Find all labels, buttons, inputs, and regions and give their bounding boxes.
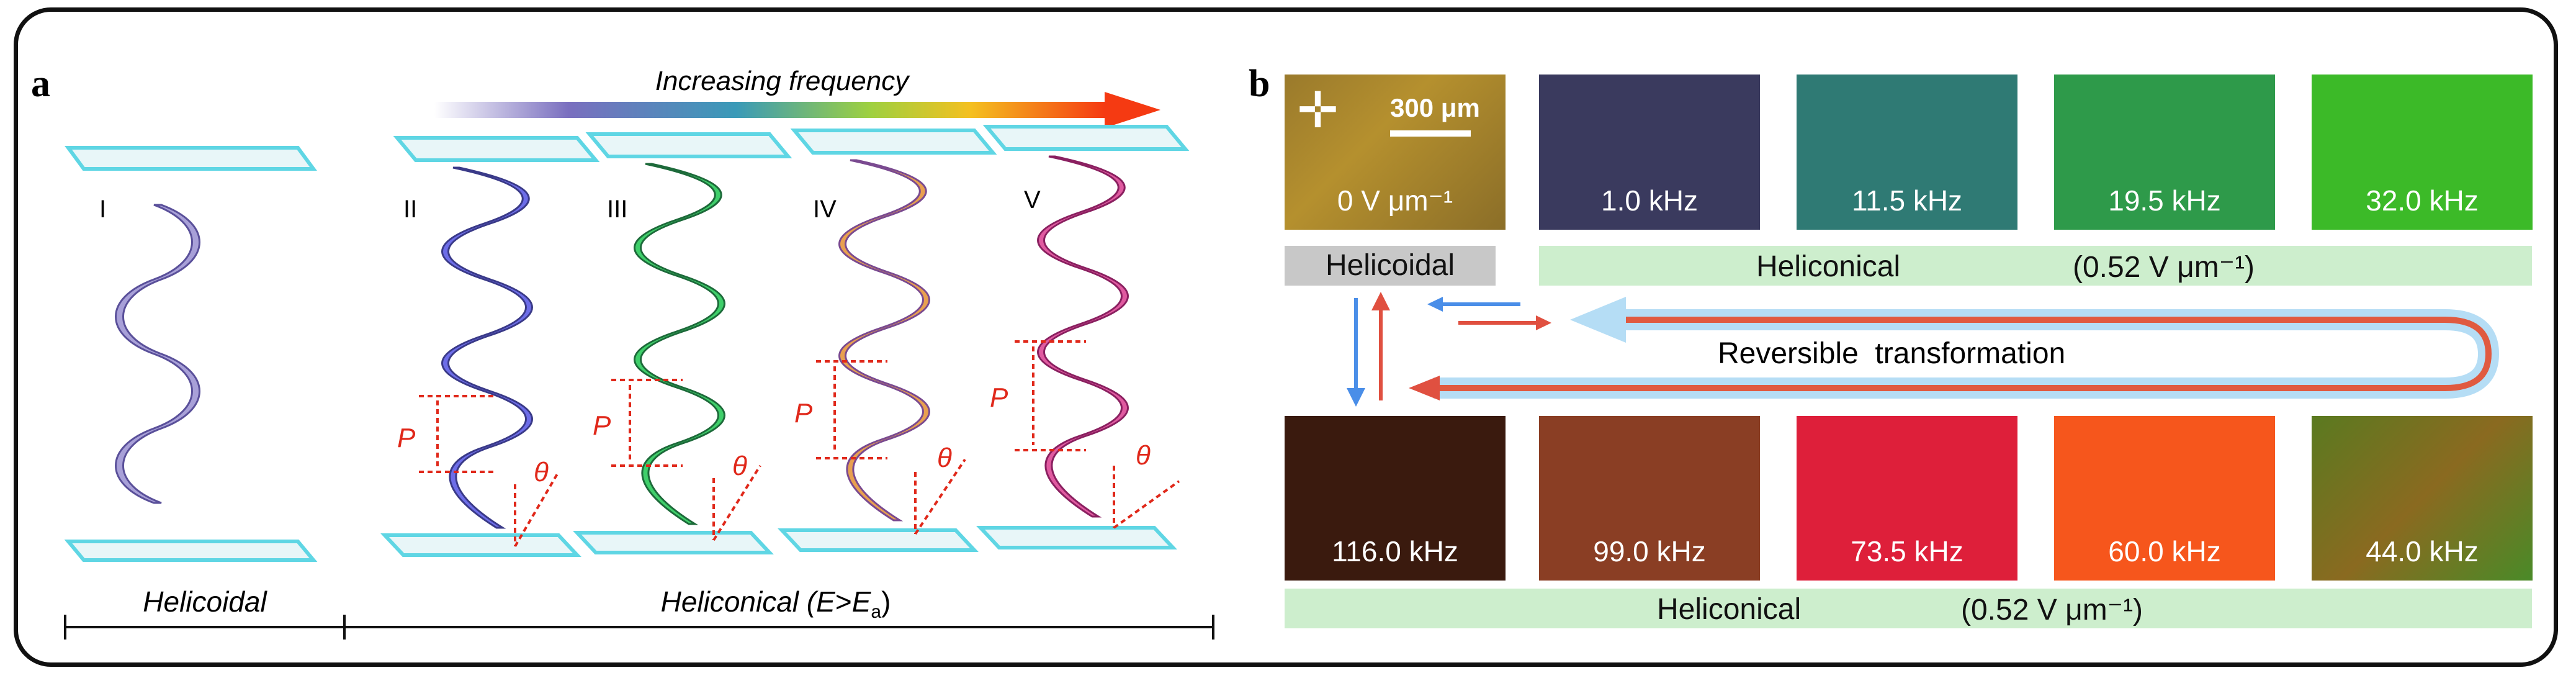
tile-1-0khz: 1.0 kHz xyxy=(1539,75,1760,230)
plate-top-5 xyxy=(982,125,1190,151)
pitch-label-iii: P xyxy=(593,410,611,441)
tile-60-0khz-label: 60.0 kHz xyxy=(2108,535,2221,567)
plate-bottom-4 xyxy=(778,528,979,552)
plate-top-1 xyxy=(65,146,317,171)
tile-32-0khz-label: 32.0 kHz xyxy=(2366,184,2479,217)
plate-bottom-1 xyxy=(64,540,318,562)
tile-19-5khz: 19.5 kHz xyxy=(2054,75,2275,230)
pitch-label-v: P xyxy=(990,382,1008,413)
plate-bottom-2 xyxy=(380,533,581,557)
angle-label-v: θ xyxy=(1136,440,1151,471)
tile-11-5khz-label: 11.5 kHz xyxy=(1851,184,1963,217)
heliconical-bar-bottom: Heliconical (0.52 V μm⁻¹) xyxy=(1285,589,2532,628)
tile-19-5khz-label: 19.5 kHz xyxy=(2108,184,2221,217)
pitch-label-iv: P xyxy=(794,398,813,428)
tile-116-0khz-label: 116.0 kHz xyxy=(1332,535,1458,567)
figure-frame xyxy=(14,7,2558,667)
panel-a-label: a xyxy=(31,63,50,105)
heliconical-label-bottom: Heliconical xyxy=(1657,593,1802,626)
helix-iii xyxy=(634,163,725,525)
tile-32-0khz: 32.0 kHz xyxy=(2312,75,2533,230)
tile-0v-label: 0 V μm⁻¹ xyxy=(1337,184,1453,217)
helicoidal-helix xyxy=(115,204,200,504)
tile-44-0khz: 44.0 kHz xyxy=(2312,416,2533,581)
heliconical-caption-var: E xyxy=(816,585,836,618)
tile-44-0khz-label: 44.0 kHz xyxy=(2366,535,2479,567)
helix-iv xyxy=(838,159,930,522)
heliconical-bar-top: Heliconical (0.52 V μm⁻¹) xyxy=(1539,246,2532,286)
tile-116-0khz: 116.0 kHz xyxy=(1285,416,1506,581)
field-label-bottom: (0.52 V μm⁻¹) xyxy=(1961,594,2143,626)
panel-a-diagram: Increasing frequency I II III IV V xyxy=(64,66,1214,640)
heliconical-caption-suffix: ) xyxy=(881,585,891,618)
heliconical-label-top: Heliconical xyxy=(1756,250,1901,283)
plate-top-3 xyxy=(585,132,792,158)
helicoidal-caption: Helicoidal xyxy=(143,585,267,618)
plate-top-2 xyxy=(393,136,600,162)
tile-11-5khz: 11.5 kHz xyxy=(1797,75,2017,230)
u-path-head-top xyxy=(1570,297,1626,343)
label-iv: IV xyxy=(813,196,837,223)
crossed-polarizer-icon: ✛ xyxy=(1297,83,1339,138)
reversible-label: Reversible transformation xyxy=(1718,337,2066,370)
tile-73-5khz-label: 73.5 kHz xyxy=(1851,535,1963,567)
helix-ii xyxy=(441,166,533,529)
transformation-arrows xyxy=(1347,292,2500,407)
heliconical-caption-sym: E xyxy=(852,585,872,618)
field-label-top: (0.52 V μm⁻¹) xyxy=(2073,251,2255,284)
angle-label-ii: θ xyxy=(534,457,549,487)
heliconical-caption: Heliconical (E>Ea) xyxy=(661,585,891,622)
frequency-arrow-bar xyxy=(434,102,1105,118)
tile-60-0khz: 60.0 kHz xyxy=(2054,416,2275,581)
u-path-head-bottom xyxy=(1409,376,1440,400)
u-path-line xyxy=(1434,317,2492,391)
plate-bottom-3 xyxy=(573,531,774,554)
tile-73-5khz: 73.5 kHz xyxy=(1797,416,2017,581)
tile-1-0khz-label: 1.0 kHz xyxy=(1601,184,1698,217)
pitch-label-ii: P xyxy=(397,423,416,453)
tile-99-0khz-label: 99.0 kHz xyxy=(1593,535,1706,567)
angle-label-iv: θ xyxy=(937,443,952,473)
tile-99-0khz: 99.0 kHz xyxy=(1539,416,1760,581)
tile-0v: ✛ 300 μm 0 V μm⁻¹ xyxy=(1285,75,1506,230)
heliconical-caption-sub: a xyxy=(871,602,881,622)
plate-top-4 xyxy=(790,129,997,155)
bottom-brackets xyxy=(64,615,1214,640)
helix-v xyxy=(1037,155,1129,518)
frequency-arrow-text: Increasing frequency xyxy=(655,66,910,96)
plate-bottom-5 xyxy=(976,526,1177,549)
pitch-markers xyxy=(419,340,1180,548)
helicoidal-bar: Helicoidal xyxy=(1285,246,1496,286)
angle-label-iii: θ xyxy=(732,451,747,481)
label-iii: III xyxy=(607,196,627,223)
scale-bar-label: 300 μm xyxy=(1390,93,1480,122)
heliconical-caption-gt: > xyxy=(835,585,852,618)
scale-bar xyxy=(1390,130,1471,137)
heliconical-caption-prefix: Heliconical ( xyxy=(661,585,819,618)
panel-b-label: b xyxy=(1249,63,1270,105)
label-v: V xyxy=(1024,186,1041,214)
frequency-arrow-head xyxy=(1105,92,1160,128)
label-ii: II xyxy=(403,196,417,223)
label-i: I xyxy=(99,196,106,223)
